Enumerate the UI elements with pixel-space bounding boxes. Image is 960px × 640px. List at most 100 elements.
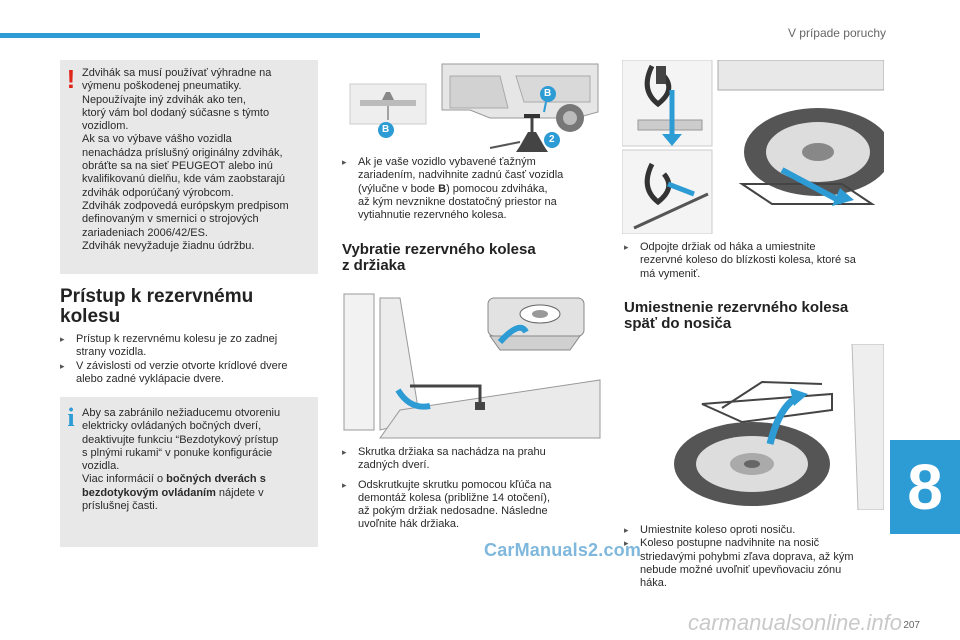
info-icon: i	[67, 403, 75, 432]
bullet-text: vytiahnutie rezervného kolesa.	[358, 209, 507, 222]
figure-trunk-screw	[340, 290, 602, 440]
hook-detach-illustration	[622, 60, 884, 234]
info-line: s plnými rukami“ v ponuke konfigurácie	[82, 446, 273, 459]
list-item: ▸ Umiestnite koleso oproti nosiču.	[624, 524, 886, 537]
arrow-bullet-icon: ▸	[60, 360, 65, 371]
bullet-text: Odpojte držiak od háka a umiestnite	[640, 241, 816, 253]
warning-line: výmenu poškodenej pneumatiky.	[82, 80, 242, 93]
bullet-text: strany vozidla.	[76, 346, 147, 359]
chapter-tab: 8	[890, 440, 960, 534]
info-line: Viac informácií o bočných dverách s	[82, 473, 314, 486]
bullet-text: až pokým držiak nedosadne. Následne	[358, 505, 548, 518]
label-2: 2	[549, 134, 555, 145]
warning-line: vozidlom.	[82, 120, 129, 133]
info-bold-span: bezdotykovým ovládaním	[82, 486, 216, 499]
list-item: ▸ Ak je vaše vozidlo vybavené ťažným zar…	[342, 156, 604, 222]
bullet-text: Odskrutkujte skrutku pomocou kľúča na	[358, 478, 552, 491]
bullet-text: uvoľnite hák držiaka.	[358, 518, 460, 531]
arrow-bullet-icon: ▸	[342, 157, 347, 167]
warning-line: zdvihák odporúčaný výrobcom.	[82, 186, 234, 199]
info-bold-span: bočných dverách s	[166, 473, 266, 486]
bullet-bold: B	[438, 182, 447, 195]
bullet-text: Koleso postupne nadvihnite na nosič	[640, 537, 820, 550]
figure-jack-lift: B B 2	[340, 62, 602, 162]
warning-line: ktorý vám bol dodaný súčasne s týmto	[82, 106, 270, 119]
info-line: vozidla.	[82, 460, 120, 473]
remove-bullets: ▸ Skrutka držiaka sa nachádza na prahu z…	[342, 446, 604, 538]
bullet-text: háka.	[640, 577, 667, 590]
warning-box: ! Zdvihák sa musí používať výhradne na v…	[60, 60, 318, 274]
bullet-text: (výlučne v bode	[358, 182, 439, 195]
info-line: bezdotykovým ovládaním nájdete v	[82, 487, 314, 500]
info-line: príslušnej časti.	[82, 500, 158, 513]
top-accent-bar	[0, 33, 480, 38]
access-bullets: ▸ Prístup k rezervnému kolesu je zo zadne…	[60, 333, 320, 392]
bullet-text: rezervné koleso do blízkosti kolesa, kto…	[640, 254, 856, 267]
detach-bullets: ▸ Odpojte držiak od háka a umiestnite re…	[624, 241, 886, 287]
wheel-carrier-illustration	[622, 344, 884, 510]
bullet-text: demontáž kolesa (približne 14 otočení),	[358, 491, 550, 504]
warning-line: Zdvihák zodpovedá európskym predpisom	[82, 199, 289, 212]
page-number: 207	[903, 620, 920, 631]
section-title-line: kolesu	[60, 305, 121, 327]
section-title-line: Umiestnenie rezervného kolesa	[624, 299, 849, 316]
arrow-bullet-icon: ▸	[624, 525, 629, 535]
section-title-line: Prístup k rezervnému	[60, 286, 254, 307]
list-item: ▸ Odpojte držiak od háka a umiestnite re…	[624, 241, 886, 281]
bullet-text: V závislosti od verzie otvorte krídlové …	[76, 359, 288, 372]
list-item: ▸ Koleso postupne nadvihnite na nosič st…	[624, 537, 886, 590]
info-line: elektricky ovládaných bočných dverí,	[82, 420, 262, 433]
label-b-vehicle: B	[544, 88, 552, 99]
warning-line: nenachádza príslušný originálny zdvihák,	[82, 146, 283, 159]
list-item: ▸ V závislosti od verzie otvorte krídlové…	[60, 360, 320, 387]
arrow-bullet-icon: ▸	[60, 334, 65, 344]
warning-line: kvalifikovanú dielňu, kde vám zaobstaraj…	[82, 173, 286, 186]
arrow-bullet-icon: ▸	[624, 242, 629, 252]
info-line: Aby sa zabránilo nežiaducemu otvoreniu	[82, 407, 281, 419]
exclamation-icon: !	[66, 64, 76, 94]
arrow-bullet-icon: ▸	[342, 479, 347, 490]
info-text-span: nájdete v	[215, 486, 264, 499]
figure-hook-detach	[622, 60, 884, 234]
bullet-text: má vymeniť.	[640, 267, 701, 280]
section-title-refit: Umiestnenie rezervného kolesa späť do no…	[624, 300, 886, 332]
towbar-bullets: ▸ Ak je vaše vozidlo vybavené ťažným zar…	[342, 156, 604, 228]
warning-line: Zdvihák sa musí používať výhradne na	[82, 67, 272, 79]
chapter-number: 8	[907, 451, 943, 523]
list-item: ▸ Prístup k rezervnému kolesu je zo zadne…	[60, 333, 320, 360]
bullet-text: ) pomocou zdviháka,	[446, 182, 548, 195]
bullet-text: Skrutka držiaka sa nachádza na prahu	[358, 446, 546, 458]
label-b-inset: B	[382, 124, 390, 135]
bullet-text: až kým nevznikne dostatočný priestor na	[358, 195, 557, 208]
warning-line: obráťte sa na sieť PEUGEOT alebo inú	[82, 160, 273, 173]
section-title-line: z držiaka	[342, 256, 406, 274]
warning-line: Ak sa vo výbave vášho vozidla	[82, 133, 232, 146]
watermark-online: carmanualsonline.info	[688, 610, 903, 635]
bullet-text: striedavými pohybmi zľava doprava, až ký…	[640, 550, 854, 563]
section-title-remove: Vybratie rezervného kolesa z držiaka	[342, 242, 604, 274]
bullet-text: Prístup k rezervnému kolesu je zo zadnej	[76, 333, 278, 345]
figure-wheel-carrier	[622, 344, 884, 510]
info-text-span: Viac informácií o	[82, 473, 167, 486]
section-title-line: Vybratie rezervného kolesa	[342, 241, 536, 258]
list-item: ▸ Odskrutkujte skrutku pomocou kľúča na …	[342, 479, 604, 532]
bullet-text: Umiestnite koleso oproti nosiču.	[640, 524, 796, 536]
bullet-text: zariadením, nadvihnite zadnú časť vozidl…	[358, 169, 564, 182]
warning-line: zariadeniach 2006/42/ES.	[82, 226, 208, 239]
list-item: ▸ Skrutka držiaka sa nachádza na prahu z…	[342, 446, 604, 473]
jack-lift-illustration	[349, 63, 599, 152]
watermark-carmanuals: CarManuals2.com	[484, 540, 642, 560]
warning-line: definovaným v smernici o strojových	[82, 213, 259, 226]
refit-bullets: ▸ Umiestnite koleso oproti nosiču. ▸ Kol…	[624, 524, 886, 596]
section-title-line: späť do nosiča	[624, 314, 732, 332]
bullet-text: nebude možné uvoľniť upevňovaciu zónu	[640, 563, 842, 576]
warning-line: Zdvihák nevyžaduje žiadnu údržbu.	[82, 239, 255, 252]
warning-line: Nepoužívajte iný zdvihák ako ten,	[82, 93, 246, 106]
bullet-text: Ak je vaše vozidlo vybavené ťažným	[358, 156, 536, 168]
bullet-text: alebo zadné vyklápacie dvere.	[76, 372, 224, 385]
info-box: i Aby sa zabránilo nežiaducemu otvoreniu…	[60, 397, 318, 547]
section-title-access: Prístup k rezervnému kolesu	[60, 287, 320, 327]
info-line: deaktivujte funkciu “Bezdotykový prístup	[82, 433, 279, 446]
arrow-bullet-icon: ▸	[342, 447, 347, 457]
warning-text: Zdvihák sa musí používať výhradne na vým…	[82, 67, 314, 253]
